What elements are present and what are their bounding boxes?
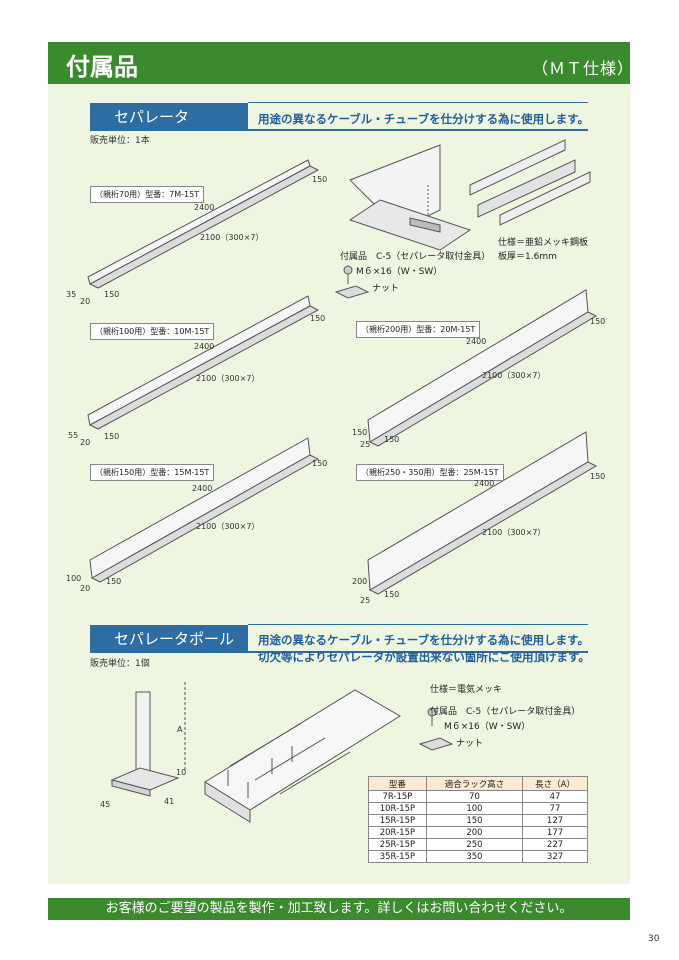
product-model-label: （親桁250・350用）型番：25M-15T	[356, 464, 504, 481]
dim-height: 55	[68, 431, 79, 440]
cell-length: 77	[522, 802, 588, 815]
dim-45: 45	[100, 800, 111, 809]
cell-rack-height: 70	[425, 790, 524, 803]
dim-flange: 150	[590, 317, 606, 326]
page-number: 30	[648, 934, 660, 944]
cell-model: 25R-15P	[368, 838, 427, 851]
cell-model: 35R-15P	[368, 850, 427, 863]
dim-pitch: 2100（300×7）	[196, 522, 260, 531]
dim-pitch: 2100（300×7）	[200, 233, 264, 242]
dim-pitch: 2100（300×7）	[196, 374, 260, 383]
page-title: 付属品	[66, 53, 138, 81]
dim-pitch: 2100（300×7）	[482, 528, 546, 537]
dim-flange: 150	[312, 459, 328, 468]
section-divider	[90, 651, 588, 653]
spec-material: 仕様＝亜鉛メッキ鋼板	[498, 238, 589, 248]
header-bar	[48, 42, 630, 84]
dim-height: 150	[352, 428, 368, 437]
dim-flange: 150	[590, 472, 606, 481]
dim-length: 2400	[466, 337, 487, 346]
cell-rack-height: 150	[425, 814, 524, 827]
section-label-separator-pole: セパレータポール	[90, 625, 248, 653]
dim-length: 2400	[192, 484, 213, 493]
dim-flange: 150	[312, 175, 328, 184]
dim-ten: 10	[176, 768, 187, 777]
spec-plating: 仕様＝電気メッキ	[430, 685, 503, 695]
cell-rack-height: 200	[425, 826, 524, 839]
dim-length: 2400	[474, 479, 495, 488]
dim-height: 35	[66, 290, 77, 299]
cell-length: 177	[522, 826, 588, 839]
col-rack-height: 適合ラック高さ	[425, 776, 524, 791]
cell-length: 327	[522, 850, 588, 863]
dim-base: 20	[80, 438, 91, 447]
cell-length: 227	[522, 838, 588, 851]
sales-unit: 販売単位：1本	[90, 136, 150, 146]
dim-base: 20	[80, 297, 91, 306]
dim-base: 25	[360, 440, 371, 449]
spec-thickness: 板厚＝1.6mm	[498, 252, 557, 262]
accessory-nut: ナット	[456, 739, 484, 749]
footer-banner: お客様のご要望の製品を製作・加工致します。詳しくはお問い合わせください。	[48, 898, 630, 920]
accessory-nut: ナット	[372, 284, 400, 294]
cell-rack-height: 350	[425, 850, 524, 863]
dim-height: 200	[352, 577, 368, 586]
section-description: 用途の異なるケーブル・チューブを仕分けする為に使用します。	[258, 633, 589, 647]
dim-a: A	[177, 725, 183, 734]
dim-bottom: 150	[384, 590, 400, 599]
cell-model: 7R-15P	[368, 790, 427, 803]
table-header-row: 型番 適合ラック高さ 長さ（A）	[368, 776, 588, 791]
dim-height: 100	[66, 574, 82, 583]
dim-bottom: 150	[104, 432, 120, 441]
product-model-label: （親桁70用）型番：7M-15T	[90, 186, 205, 203]
product-model-label: （親桁200用）型番：20M-15T	[356, 321, 481, 338]
dim-length: 2400	[194, 203, 215, 212]
cell-rack-height: 250	[425, 838, 524, 851]
section-divider-top	[248, 102, 588, 103]
cell-length: 47	[522, 790, 588, 803]
dim-bottom: 150	[106, 577, 122, 586]
dim-length: 2400	[194, 342, 215, 351]
accessory-title: 付属品 C-5（セパレータ取付金具）	[340, 252, 491, 262]
section-description: 切欠等によりセパレータが設置出来ない箇所にご使用頂けます。	[258, 650, 590, 664]
accessory-bolt: M６×16（W・SW）	[444, 722, 531, 732]
col-length: 長さ（A）	[522, 776, 588, 791]
dim-41: 41	[164, 797, 175, 806]
dim-base: 20	[80, 584, 91, 593]
page-subtitle: （ＭＴ仕様）	[532, 59, 635, 78]
dim-flange: 150	[310, 314, 326, 323]
sales-unit: 販売単位：1個	[90, 659, 150, 669]
section-divider-top	[248, 624, 588, 625]
dim-bottom: 150	[104, 290, 120, 299]
product-model-label: （親桁100用）型番：10M-15T	[90, 323, 215, 340]
section-description: 用途の異なるケーブル・チューブを仕分けする為に使用します。	[258, 112, 589, 126]
dim-pitch: 2100（300×7）	[482, 371, 546, 380]
product-model-label: （親桁150用）型番：15M-15T	[90, 464, 215, 481]
accessory-bolt: M６×16（W・SW）	[356, 267, 443, 277]
cell-model: 10R-15P	[368, 802, 427, 815]
accessory-title: 付属品 C-5（セパレータ取付金具）	[430, 707, 581, 717]
dim-base: 25	[360, 596, 371, 605]
col-model: 型番	[368, 776, 427, 791]
section-label-separator: セパレータ	[90, 103, 248, 131]
cell-model: 20R-15P	[368, 826, 427, 839]
cell-rack-height: 100	[425, 802, 524, 815]
cell-model: 15R-15P	[368, 814, 427, 827]
dim-bottom: 150	[384, 435, 400, 444]
cell-length: 127	[522, 814, 588, 827]
section-divider	[90, 129, 588, 131]
